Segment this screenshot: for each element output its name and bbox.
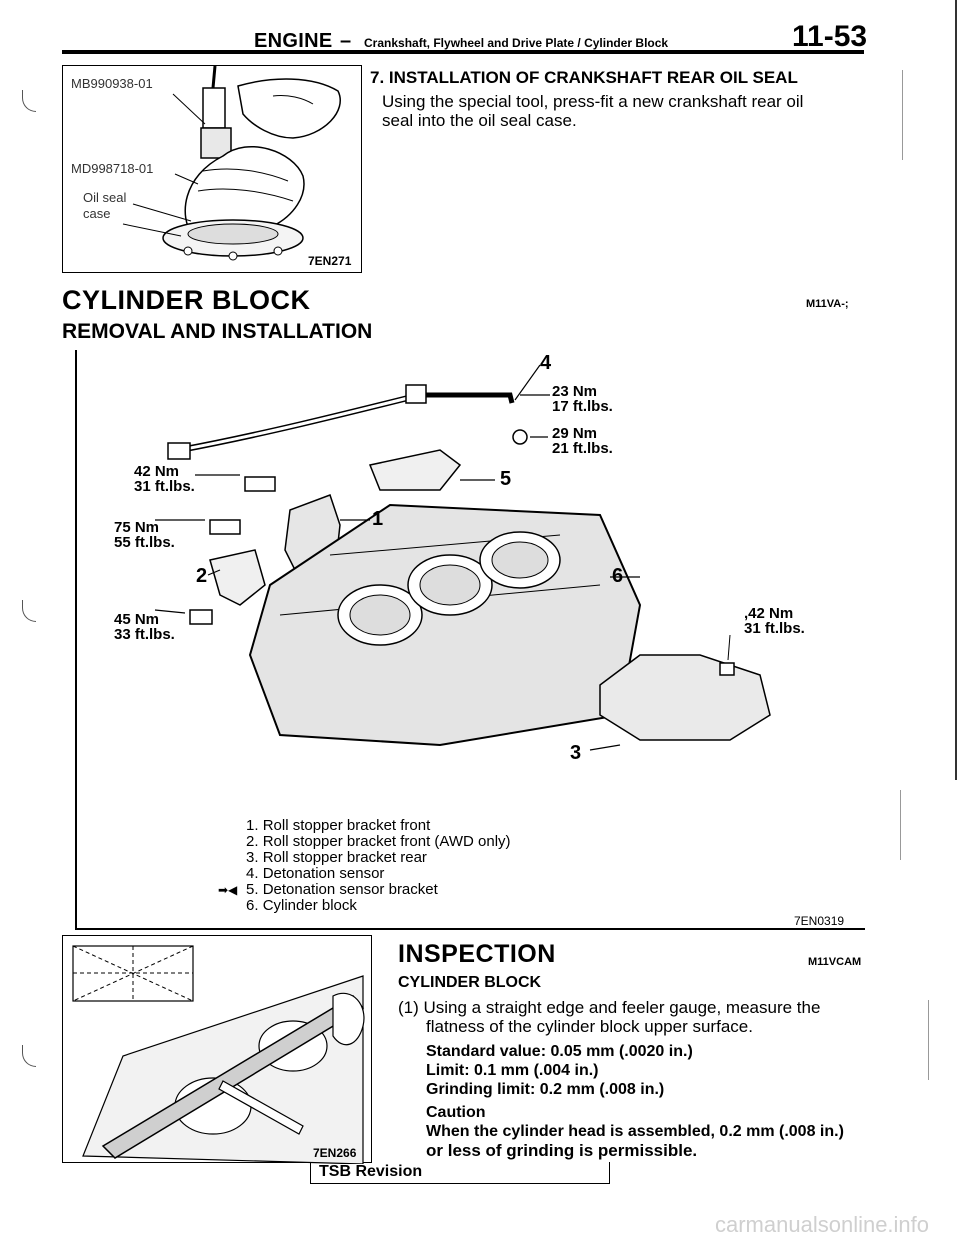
cylinder-block-code: M11VA-; bbox=[806, 298, 849, 310]
oil-seal-figure: MB990938-01 MD998718-01 Oil seal case 7E… bbox=[62, 65, 362, 273]
exploded-view-frame-bottom bbox=[75, 928, 865, 930]
torque-45nm: 45 Nm 33 ft.lbs. bbox=[114, 612, 175, 642]
step7-text-line2: seal into the oil seal case. bbox=[382, 111, 577, 130]
header-dash: – bbox=[340, 30, 352, 52]
torque-29nm-metric: 29 Nm bbox=[552, 425, 598, 442]
inspection-step1-line2: flatness of the cylinder block upper sur… bbox=[426, 1017, 753, 1036]
tsb-revision-box: TSB Revision bbox=[310, 1162, 610, 1184]
cylinder-block-exploded-illustration bbox=[154, 364, 771, 751]
callout-5: 5 bbox=[500, 468, 512, 490]
figure-code-7en0319: 7EN0319 bbox=[794, 914, 845, 928]
callout-6: 6 bbox=[612, 565, 624, 587]
legend-item-5: ➡◀5. Detonation sensor bracket bbox=[218, 881, 438, 898]
parts-legend: 1. Roll stopper bracket front 2. Roll st… bbox=[218, 817, 511, 914]
inspection-subtitle: CYLINDER BLOCK bbox=[398, 974, 542, 991]
grinding-limit: Grinding limit: 0.2 mm (.008 in.) bbox=[426, 1081, 665, 1098]
callout-4: 4 bbox=[540, 352, 552, 374]
callout-3: 3 bbox=[570, 742, 582, 764]
legend-arrow-marker: ➡◀ bbox=[218, 883, 238, 897]
torque-75nm-imperial: 55 ft.lbs. bbox=[114, 534, 175, 551]
binder-mark-bottom bbox=[22, 1045, 36, 1067]
header-subtitle: Crankshaft, Flywheel and Drive Plate / C… bbox=[364, 36, 669, 50]
torque-23nm-metric: 23 Nm bbox=[552, 383, 598, 400]
legend-item-2: 2. Roll stopper bracket front (AWD only) bbox=[246, 833, 511, 850]
inspection-step1-line1: (1) Using a straight edge and feeler gau… bbox=[398, 998, 821, 1017]
inspection-figure: 7EN266 bbox=[62, 935, 372, 1164]
torque-42nm-right-metric: ,42 Nm bbox=[744, 605, 794, 622]
legend-item-1: 1. Roll stopper bracket front bbox=[246, 817, 431, 834]
legend-item-6: 6. Cylinder block bbox=[246, 897, 357, 914]
legend-item-4: 4. Detonation sensor bbox=[246, 865, 385, 882]
step7-text-line1: Using the special tool, press-fit a new … bbox=[382, 92, 804, 111]
figure-code-7en266: 7EN266 bbox=[313, 1146, 357, 1160]
exploded-view-frame-left bbox=[75, 350, 77, 930]
caution-line2: or less of grinding is permissible. bbox=[426, 1141, 698, 1160]
right-margin-line-2 bbox=[955, 0, 957, 780]
figure-code-7en271: 7EN271 bbox=[308, 254, 352, 268]
torque-75nm-metric: 75 Nm bbox=[114, 519, 160, 536]
torque-23nm: 23 Nm 17 ft.lbs. bbox=[552, 384, 613, 414]
tool-label-md998718: MD998718-01 bbox=[71, 161, 154, 176]
torque-23nm-imperial: 17 ft.lbs. bbox=[552, 398, 613, 415]
torque-75nm: 75 Nm 55 ft.lbs. bbox=[114, 520, 175, 550]
page-number: 11-53 bbox=[792, 20, 868, 53]
header-section: ENGINE bbox=[254, 30, 333, 52]
watermark: carmanualsonline.info bbox=[715, 1212, 930, 1237]
header-rule bbox=[62, 50, 864, 54]
binder-mark-top bbox=[22, 90, 36, 112]
label-case: case bbox=[83, 206, 111, 221]
right-margin-line-4 bbox=[928, 1000, 929, 1080]
standard-value: Standard value: 0.05 mm (.0020 in.) bbox=[426, 1043, 693, 1060]
limit-value: Limit: 0.1 mm (.004 in.) bbox=[426, 1062, 599, 1079]
torque-29nm: 29 Nm 21 ft.lbs. bbox=[552, 426, 613, 456]
torque-42nm-left-metric: 42 Nm bbox=[134, 463, 180, 480]
torque-45nm-imperial: 33 ft.lbs. bbox=[114, 626, 175, 643]
right-margin-line-1 bbox=[902, 70, 903, 160]
oil-seal-illustration bbox=[122, 66, 341, 261]
step7-title: 7. INSTALLATION OF CRANKSHAFT REAR OIL S… bbox=[370, 68, 798, 87]
removal-installation-title: REMOVAL AND INSTALLATION bbox=[62, 320, 373, 343]
inspection-title: INSPECTION bbox=[398, 940, 556, 968]
cylinder-block-title: CYLINDER BLOCK bbox=[62, 285, 311, 315]
caution-label: Caution bbox=[426, 1104, 486, 1121]
callout-1: 1 bbox=[372, 508, 384, 530]
torque-42nm-left-imperial: 31 ft.lbs. bbox=[134, 478, 195, 495]
legend-item-3: 3. Roll stopper bracket rear bbox=[246, 849, 427, 866]
torque-29nm-imperial: 21 ft.lbs. bbox=[552, 440, 613, 457]
torque-42nm-right: ,42 Nm 31 ft.lbs. bbox=[744, 606, 805, 636]
tool-label-mb990938: MB990938-01 bbox=[71, 76, 153, 91]
binder-mark-middle bbox=[22, 600, 36, 622]
straight-edge-illustration bbox=[72, 945, 365, 1164]
callout-2: 2 bbox=[196, 565, 208, 587]
inspection-code: M11VCAM bbox=[808, 956, 862, 968]
right-margin-line-3 bbox=[900, 790, 901, 860]
label-oil-seal: Oil seal bbox=[83, 190, 127, 205]
caution-line1: When the cylinder head is assembled, 0.2… bbox=[426, 1123, 844, 1140]
torque-42nm-right-imperial: 31 ft.lbs. bbox=[744, 620, 805, 637]
torque-42nm-left: 42 Nm 31 ft.lbs. bbox=[134, 464, 195, 494]
tsb-revision-label: TSB Revision bbox=[319, 1163, 423, 1180]
torque-45nm-metric: 45 Nm bbox=[114, 611, 160, 628]
